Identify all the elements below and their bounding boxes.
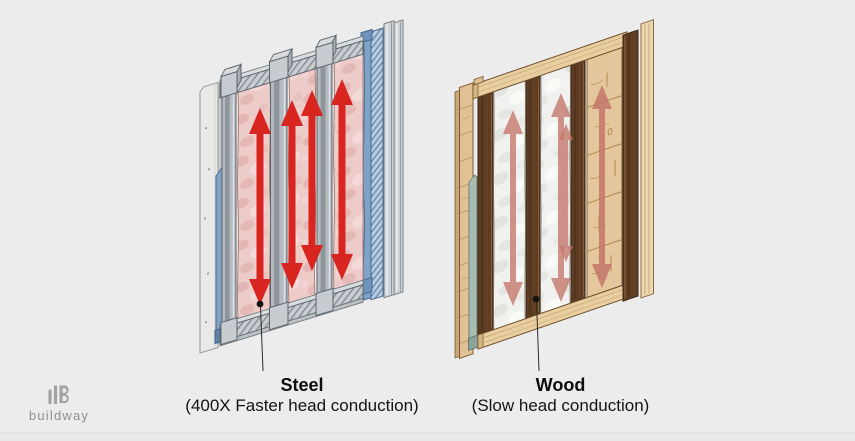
steel-wall (199, 19, 404, 372)
steel-exterior-panels (383, 19, 404, 299)
steel-caption: Steel (400X Faster head conduction) (142, 375, 462, 416)
buildway-logo-text: buildway (28, 408, 90, 423)
wood-caption: Wood (Slow head conduction) (408, 375, 713, 416)
top-plate (472, 31, 628, 100)
heat-arrow (592, 85, 612, 288)
wood-sublabel: (Slow head conduction) (471, 396, 650, 415)
buildway-logo-icon (48, 385, 69, 405)
steel-stud (268, 47, 293, 331)
corner-stud (622, 29, 639, 302)
heat-arrow (503, 110, 523, 306)
wood-stud (525, 75, 541, 320)
steel-stud (220, 62, 242, 346)
heat-arrow (331, 79, 353, 280)
annotation-dot (532, 295, 540, 303)
trim-board (640, 18, 654, 299)
leader-line (260, 305, 264, 372)
drywall-panel (199, 81, 219, 354)
steel-heat-arrows (249, 79, 353, 305)
house-wrap-strip (468, 174, 479, 352)
annotation-dot (256, 300, 264, 308)
wood-heat-arrows (503, 85, 612, 306)
steel-annotation (256, 300, 264, 372)
wood-wall (454, 18, 654, 372)
brand-logo: buildway (20, 384, 98, 423)
wood-label: Wood (535, 375, 586, 395)
wood-annotation (532, 295, 540, 372)
bottom-band (0, 432, 855, 441)
heat-arrow-short (559, 124, 573, 262)
steel-label: Steel (280, 375, 324, 395)
steel-stud (315, 33, 337, 317)
heat-arrow (301, 90, 323, 271)
heat-arrow (551, 93, 571, 302)
heat-arrow (249, 108, 271, 305)
wood-stud (570, 59, 586, 304)
steel-sublabel: (400X Faster head conduction) (185, 396, 419, 415)
steel-rigid-insulation-panel (360, 27, 384, 301)
heat-arrow (281, 100, 303, 289)
wood-stud (477, 91, 494, 336)
leader-line (536, 300, 540, 372)
